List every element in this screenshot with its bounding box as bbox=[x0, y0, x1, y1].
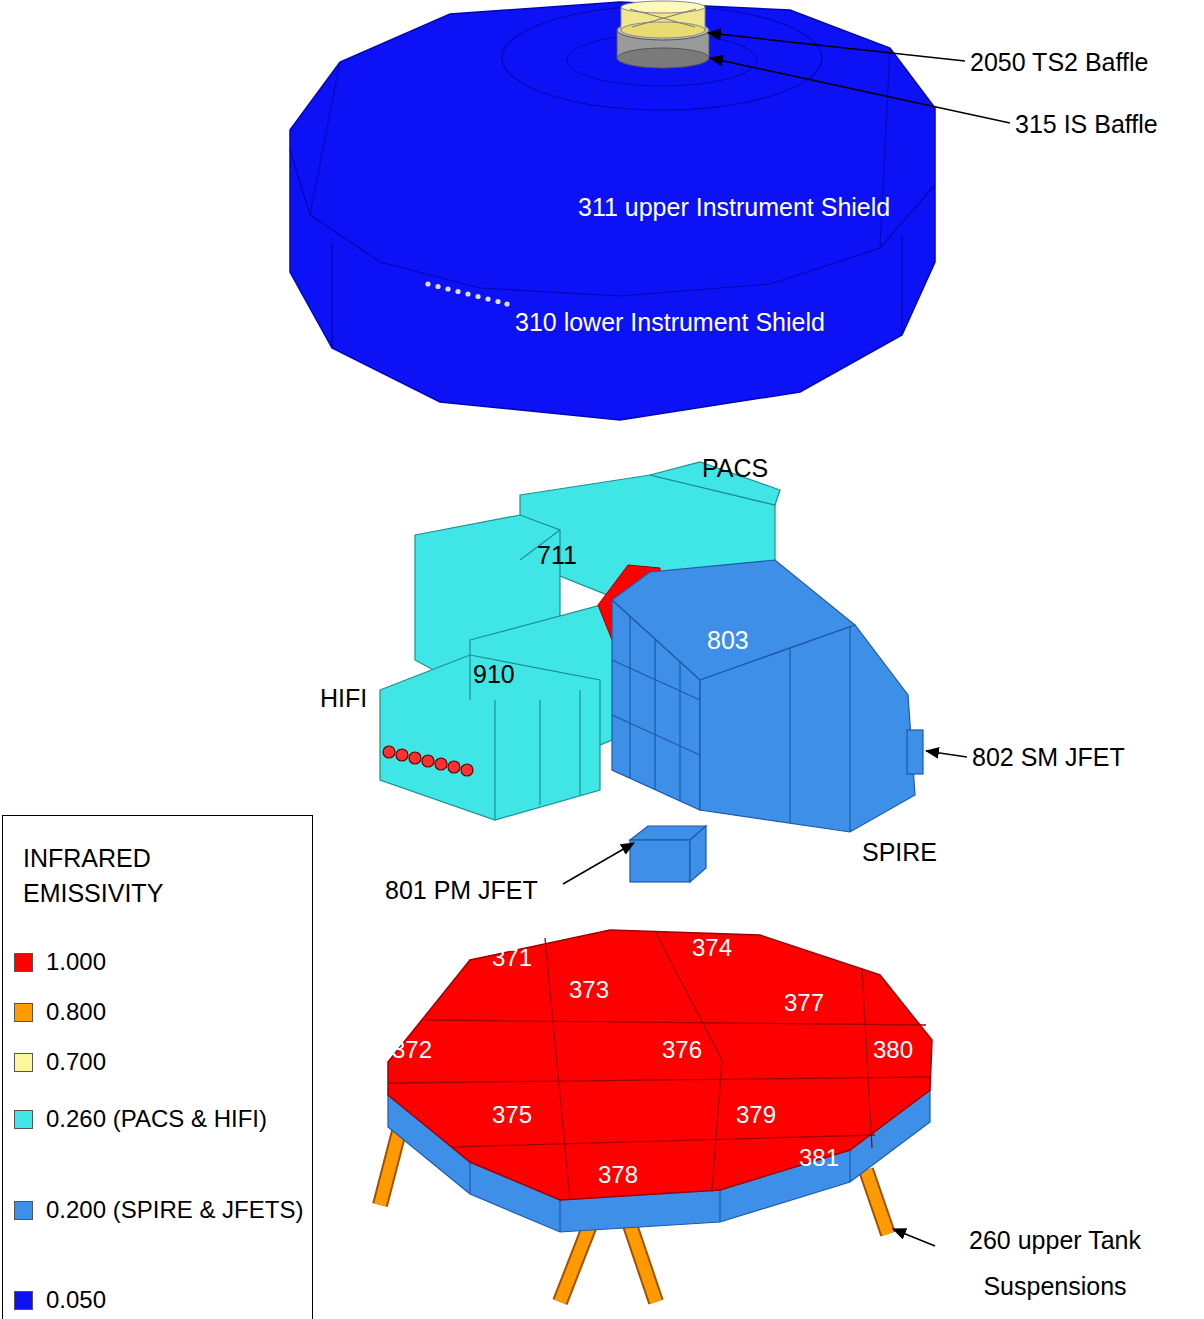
legend-swatch bbox=[14, 1053, 33, 1072]
shield-dots bbox=[425, 281, 509, 306]
callout-number: 375 bbox=[492, 1100, 532, 1130]
legend-text: 0.260 (PACS & HIFI) bbox=[46, 1105, 267, 1133]
part-label: 310 lower Instrument Shield bbox=[515, 307, 825, 337]
callout-label: 801 PM JFET bbox=[385, 875, 538, 905]
instrument-name: SPIRE bbox=[862, 837, 937, 867]
legend-item: 0.050 bbox=[14, 1286, 106, 1314]
leader-lines bbox=[563, 751, 967, 884]
callout-label: 260 upper Tank Suspensions bbox=[937, 1217, 1173, 1309]
spire bbox=[612, 560, 923, 882]
callout-number: 378 bbox=[598, 1160, 638, 1190]
legend-swatch bbox=[14, 1201, 33, 1220]
legend-item: 0.260 (PACS & HIFI) bbox=[14, 1105, 267, 1133]
part-label: 311 upper Instrument Shield bbox=[578, 192, 890, 222]
legend-swatch bbox=[14, 953, 33, 972]
baffles bbox=[617, 1, 709, 68]
legend-item: 0.200 (SPIRE & JFETS) bbox=[14, 1196, 303, 1224]
callout-label: 315 IS Baffle bbox=[1015, 109, 1158, 139]
legend-text: 0.200 (SPIRE & JFETS) bbox=[46, 1196, 303, 1224]
callout-number: 803 bbox=[707, 625, 749, 655]
callout-number: 374 bbox=[692, 933, 732, 963]
callout-number: 380 bbox=[873, 1035, 913, 1065]
legend-item: 1.000 bbox=[14, 948, 106, 976]
legend-title: INFRARED EMISSIVITY bbox=[23, 841, 233, 911]
callout-number: 381 bbox=[799, 1143, 839, 1173]
callout-number: 373 bbox=[569, 975, 609, 1005]
callout-number: 376 bbox=[662, 1035, 702, 1065]
callout-number: 910 bbox=[473, 659, 515, 689]
leader-lines bbox=[708, 33, 1010, 123]
instrument-shield bbox=[290, 2, 935, 420]
legend-swatch bbox=[14, 1003, 33, 1022]
legend-item: 0.700 bbox=[14, 1048, 106, 1076]
callout-label: 802 SM JFET bbox=[972, 742, 1125, 772]
leader-line bbox=[893, 1229, 935, 1246]
bench-top bbox=[388, 930, 932, 1200]
callout-number: 377 bbox=[784, 988, 824, 1018]
instrument-name: PACS bbox=[702, 453, 768, 483]
callout-number: 372 bbox=[392, 1035, 432, 1065]
callout-number: 371 bbox=[492, 943, 532, 973]
callout-label: 2050 TS2 Baffle bbox=[970, 47, 1148, 77]
callout-number: 379 bbox=[736, 1100, 776, 1130]
legend-item: 0.800 bbox=[14, 998, 106, 1026]
instrument-name: HIFI bbox=[320, 683, 367, 713]
legend-text: 0.800 bbox=[46, 998, 106, 1026]
legend-swatch bbox=[14, 1110, 33, 1129]
hifi-ports bbox=[383, 746, 473, 776]
callout-number: 711 bbox=[537, 540, 577, 570]
legend-swatch bbox=[14, 1291, 33, 1310]
legend-text: 0.050 bbox=[46, 1286, 106, 1314]
legend-text: 1.000 bbox=[46, 948, 106, 976]
legend-text: 0.700 bbox=[46, 1048, 106, 1076]
